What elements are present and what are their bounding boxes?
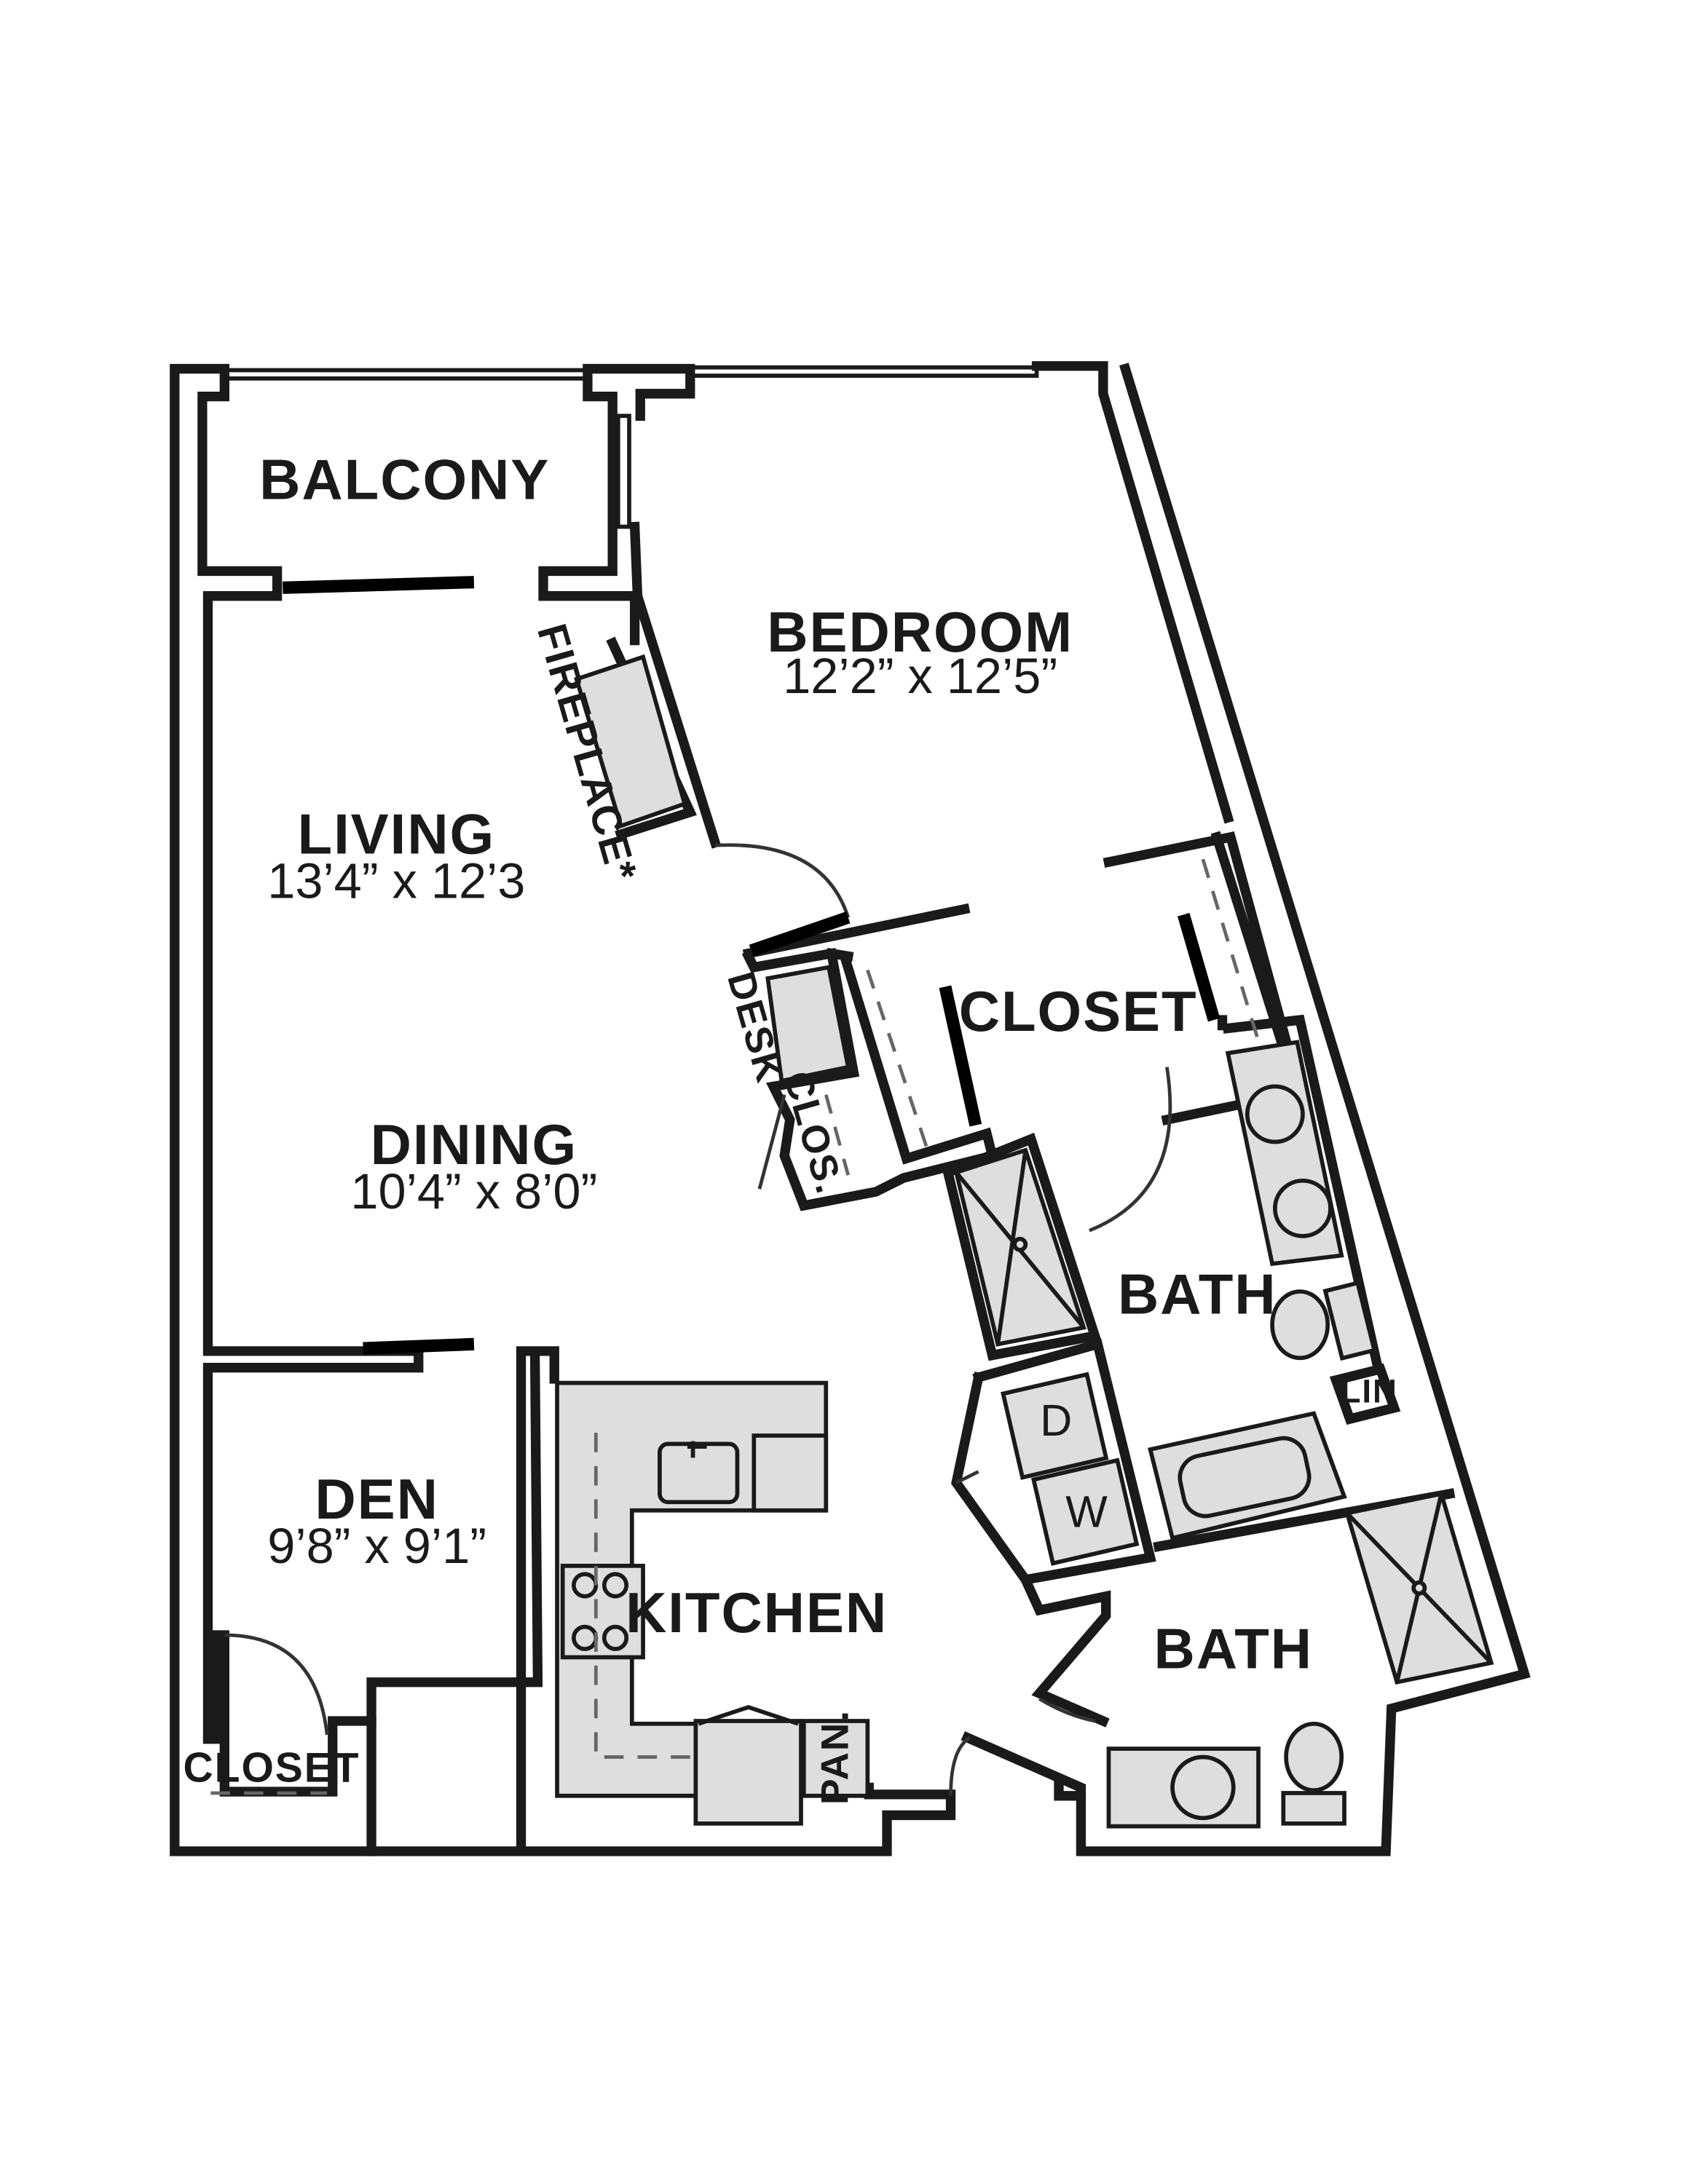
sink-faucet-icon <box>687 1441 707 1458</box>
sink-basin-icon <box>1245 1084 1305 1144</box>
swing-doors <box>224 843 1172 1796</box>
room-label-closet: CLOSET <box>959 979 1198 1043</box>
pantry <box>801 1719 870 1798</box>
burner-icon <box>602 1572 629 1599</box>
feature-label-linen: LIN <box>1341 1372 1398 1409</box>
bedroom-window <box>687 365 1039 378</box>
den-closet-door <box>224 1633 329 1736</box>
closet-slider-left <box>939 985 982 1127</box>
sliding-doors <box>282 576 1220 1355</box>
refrigerator <box>693 1719 803 1826</box>
toilet-main <box>1270 1289 1330 1361</box>
room-label-bath-main: BATH <box>1118 1262 1277 1326</box>
bedroom-door <box>714 843 850 918</box>
closet-slider-right <box>1178 913 1220 1022</box>
fireplace-unit <box>574 654 687 829</box>
sink-basin-icon <box>1273 1178 1333 1238</box>
room-label-kitchen: KITCHEN <box>626 1580 888 1645</box>
outer-wall <box>170 363 424 1856</box>
clos-shelf <box>824 1094 851 1176</box>
windows <box>222 365 1039 529</box>
upper-cabinets <box>593 1433 693 1759</box>
room-label-dining: DINING <box>371 1112 577 1176</box>
feature-label-pantry: PAN. <box>814 1709 857 1805</box>
fixtures <box>210 654 1494 1829</box>
den-slider <box>363 1337 475 1355</box>
desk-unit <box>765 965 851 1084</box>
fridge-door-icon <box>698 1704 800 1726</box>
closet-wall <box>741 903 998 1211</box>
kitchen-island-end <box>752 1433 829 1513</box>
room-label-den-closet: CLOSET <box>184 1745 360 1792</box>
drain-icon <box>1411 1580 1427 1596</box>
room-dims-living: 13’4” x 12’3 <box>267 853 525 909</box>
toilet-tank <box>1322 1280 1377 1361</box>
toilet-tank <box>1281 1791 1346 1826</box>
washer <box>1030 1457 1140 1566</box>
room-dims-den: 9’8” x 9’1” <box>267 1518 486 1574</box>
feature-label-dryer: D <box>1040 1396 1072 1445</box>
balcony-wall <box>538 363 695 646</box>
bathtub-basin <box>1178 1436 1312 1519</box>
room-label-balcony: BALCONY <box>259 447 550 511</box>
closet-door <box>1088 1067 1172 1233</box>
burner-icon <box>602 1624 629 1651</box>
den-wall <box>366 1353 543 1726</box>
bath-wall <box>942 1132 1156 1728</box>
dryer <box>1001 1372 1109 1480</box>
clos-door <box>757 1094 786 1190</box>
room-label-den: DEN <box>315 1467 438 1531</box>
room-dims-bedroom: 12’2” x 12’5” <box>783 648 1057 704</box>
balcony-side-window <box>615 414 631 529</box>
feature-label-washer: W <box>1065 1487 1108 1537</box>
bedroom-door-leaf <box>749 911 851 957</box>
kitchen-wall <box>961 1731 1086 1801</box>
room-dims-dining: 10’4” x 8’0” <box>350 1163 597 1219</box>
balcony-window <box>222 368 590 381</box>
outer-wall-right <box>1031 361 1531 1856</box>
sink-basin-icon <box>1170 1754 1236 1821</box>
balcony-slider <box>282 576 475 594</box>
drain-icon <box>1012 1236 1028 1252</box>
room-label-living: LIVING <box>298 802 495 866</box>
room-label-bath-second: BATH <box>1154 1617 1314 1681</box>
kitchen-sink <box>658 1441 740 1505</box>
bath2-door <box>1038 1697 1095 1723</box>
closet-shelf-right <box>1201 858 1274 1088</box>
entry-door <box>949 1736 971 1796</box>
toilet-second <box>1284 1721 1344 1793</box>
room-label-bedroom: BEDROOM <box>767 600 1073 664</box>
laundry-door <box>955 1470 979 1484</box>
